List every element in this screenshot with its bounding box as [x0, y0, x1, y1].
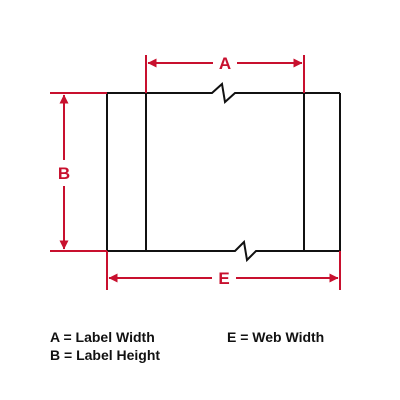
dimension-b-label: B — [58, 164, 70, 183]
web-top-edge — [107, 82, 340, 104]
legend-web-width: E = Web Width — [227, 329, 324, 345]
dimension-e — [106, 251, 341, 290]
legend-label-width: A = Label Width — [50, 329, 155, 345]
dimension-b — [50, 92, 107, 252]
dimension-e-label: E — [218, 269, 229, 288]
dimension-a-label: A — [219, 54, 231, 73]
legend: A = Label Width B = Label Height E = Web… — [50, 329, 324, 363]
web-bottom-edge — [107, 239, 340, 263]
label-outline — [106, 82, 341, 263]
dimension-a — [145, 55, 305, 93]
legend-label-height: B = Label Height — [50, 347, 160, 363]
